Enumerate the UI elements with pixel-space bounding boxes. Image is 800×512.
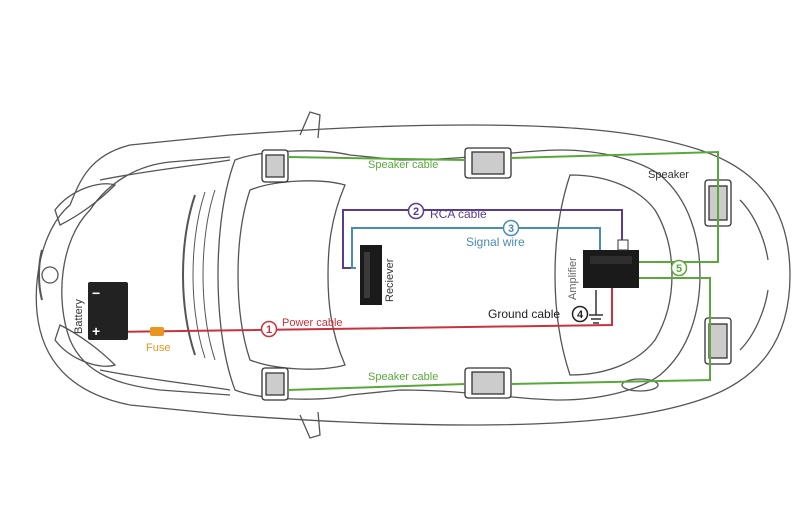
- battery-label: Battery: [73, 299, 85, 334]
- speaker-label: Speaker: [648, 169, 689, 181]
- marker-signal: 3: [502, 219, 520, 237]
- speaker-rear-deck-bottom: [704, 317, 732, 365]
- receiver: Reciever: [360, 245, 396, 305]
- battery: − + Battery: [73, 282, 128, 340]
- svg-text:5: 5: [676, 263, 682, 275]
- speaker-front-right: [261, 367, 289, 401]
- receiver-label: Reciever: [384, 258, 396, 302]
- svg-text:2: 2: [413, 206, 419, 218]
- signal-wire-label: Signal wire: [466, 235, 525, 249]
- svg-text:1: 1: [266, 324, 272, 336]
- battery-plus-icon: +: [92, 323, 100, 339]
- amplifier: Amplifier: [567, 239, 639, 300]
- power-cable-label: Power cable: [282, 317, 343, 329]
- speaker-cable-label-bottom: Speaker cable: [368, 371, 438, 383]
- speaker-cable-label-top: Speaker cable: [368, 159, 438, 171]
- marker-rca: 2: [407, 202, 425, 220]
- speaker-front-left: [261, 149, 289, 183]
- rca-cable-label: RCA cable: [430, 207, 487, 221]
- svg-text:3: 3: [508, 223, 514, 235]
- battery-minus-icon: −: [92, 285, 100, 301]
- amplifier-label: Amplifier: [567, 257, 579, 300]
- fuse: [150, 327, 164, 336]
- fuse-label: Fuse: [146, 342, 170, 354]
- rca-cable: [342, 209, 623, 269]
- ground-cable: [589, 290, 603, 324]
- ground-cable-label: Ground cable: [488, 307, 560, 321]
- marker-power: 1: [260, 320, 278, 338]
- speaker-rear-door-left: [464, 147, 512, 179]
- svg-text:4: 4: [577, 309, 584, 321]
- signal-wire: [351, 227, 601, 269]
- speaker-rear-door-right: [464, 367, 512, 399]
- marker-speaker: 5: [670, 259, 688, 277]
- speaker-cables: [287, 150, 719, 391]
- marker-ground: 4: [571, 305, 589, 323]
